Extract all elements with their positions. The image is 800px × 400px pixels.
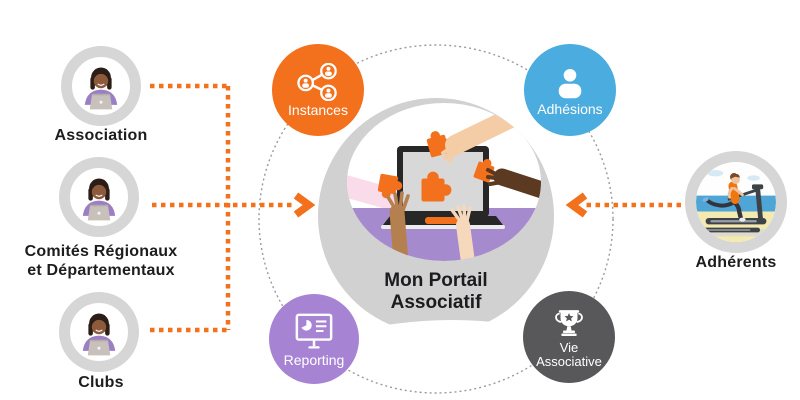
adherents-avatar — [685, 151, 787, 253]
center-title: Mon Portail Associatif — [384, 270, 488, 314]
module-instances: Instances — [272, 44, 364, 136]
left-arrowhead-icon — [565, 192, 588, 218]
module-reporting: Reporting — [269, 294, 359, 384]
person-icon — [558, 68, 582, 98]
association-label: Association — [54, 127, 148, 144]
dotted-orbit-ring — [258, 44, 614, 394]
member-at-laptop-icon — [82, 313, 116, 356]
module-label: Reporting — [283, 351, 345, 368]
right-arrowhead-icon — [293, 192, 316, 218]
member-at-laptop-icon — [82, 178, 116, 221]
adherents-label: Adhérents — [695, 254, 777, 271]
runner-on-treadmill-icon — [696, 162, 776, 242]
trophy-icon — [555, 310, 583, 337]
association-avatar — [61, 46, 141, 126]
module-label: Instances — [288, 101, 348, 118]
member-at-laptop-icon — [84, 67, 118, 110]
clubs-label: Clubs — [78, 374, 124, 391]
collaboration-laptop-puzzle-illustration — [347, 103, 541, 261]
presentation-chart-icon — [295, 313, 333, 349]
network-people-icon — [297, 62, 337, 101]
connector-lines — [150, 83, 681, 333]
module-label: Adhésions — [537, 100, 603, 117]
module-label: Vie Associative — [536, 340, 602, 369]
comites-avatar — [59, 157, 139, 237]
comites-label: Comités Régionaux et Départementaux — [24, 243, 178, 279]
module-vie-associative: Vie Associative — [523, 291, 615, 383]
module-adhesions: Adhésions — [524, 44, 616, 136]
clubs-avatar — [59, 292, 139, 372]
